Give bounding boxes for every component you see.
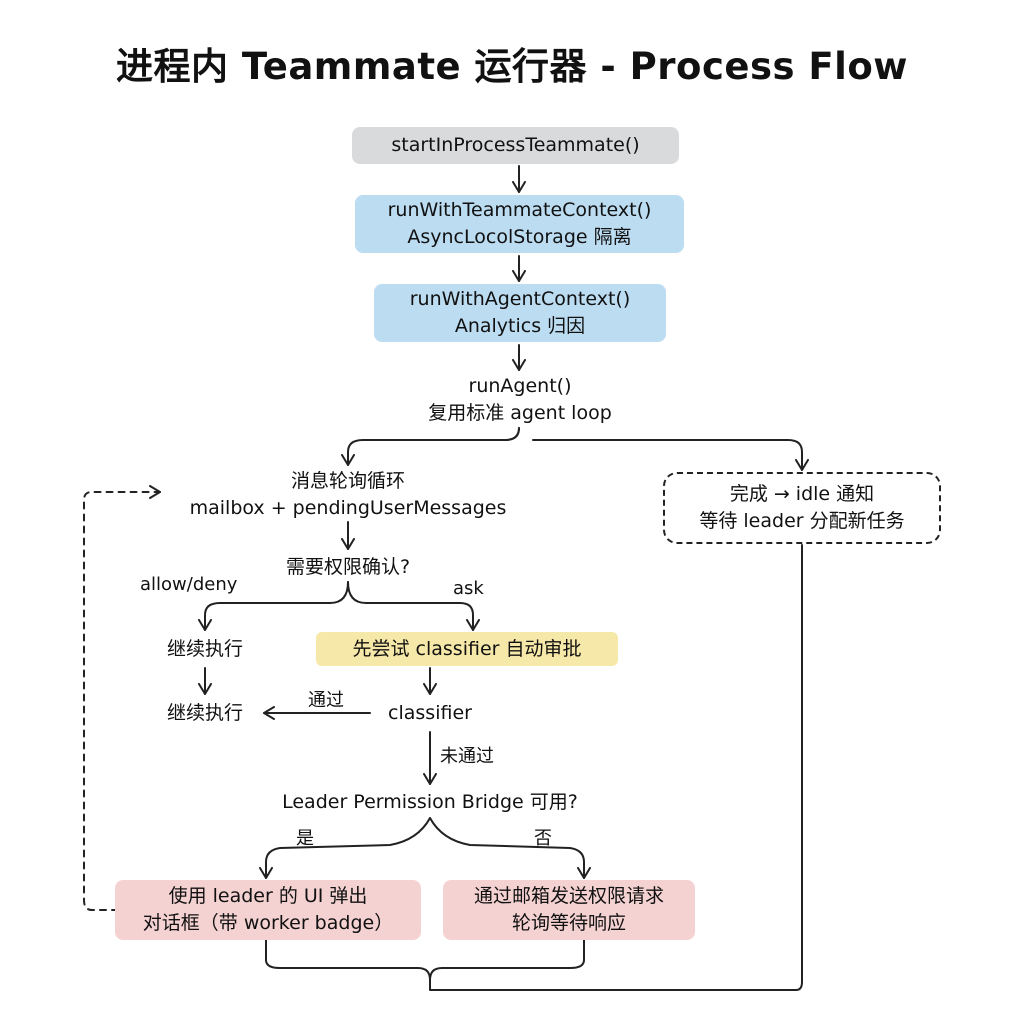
run-agent-line1: runAgent() bbox=[468, 375, 572, 397]
message-loop-node: 消息轮询循环 mailbox + pendingUserMessages bbox=[168, 467, 528, 523]
edge-label-no: 否 bbox=[534, 828, 552, 849]
continue-label-1: 继续执行 bbox=[166, 637, 243, 660]
permission-question-node: 需要权限确认? bbox=[258, 552, 438, 582]
agent-context-line1: runWithAgentContext() bbox=[409, 288, 631, 310]
bridge-question-label: Leader Permission Bridge 可用? bbox=[282, 790, 578, 813]
edge-label-not-pass: 未通过 bbox=[440, 746, 494, 767]
edge-label-yes: 是 bbox=[296, 828, 314, 849]
classifier-label: classifier bbox=[388, 701, 472, 724]
split-permission bbox=[198, 581, 349, 631]
permission-question-label: 需要权限确认? bbox=[285, 555, 411, 578]
continue-node-2: 继续执行 bbox=[140, 697, 270, 729]
classifier-node: classifier bbox=[370, 697, 490, 729]
continue-node-1: 继续执行 bbox=[140, 633, 270, 665]
run-agent-line2: 复用标准 agent loop bbox=[428, 402, 612, 424]
leader-ui-node: 使用 leader 的 UI 弹出 对话框（带 worker badge） bbox=[115, 880, 421, 940]
leader-ui-line1: 使用 leader 的 UI 弹出 bbox=[168, 885, 368, 907]
teammate-context-line2: AsyncLocolStorage 隔离 bbox=[407, 226, 632, 248]
page-title: 进程内 Teammate 运行器 - Process Flow bbox=[116, 45, 908, 88]
done-idle-line2: 等待 leader 分配新任务 bbox=[699, 510, 905, 532]
teammate-context-line1: runWithTeammateContext() bbox=[387, 199, 652, 221]
split-runagent bbox=[341, 427, 520, 466]
done-idle-node: 完成 → idle 通知 等待 leader 分配新任务 bbox=[663, 472, 941, 544]
run-agent-node: runAgent() 复用标准 agent loop bbox=[400, 372, 640, 428]
start-label: startInProcessTeammate() bbox=[391, 134, 640, 156]
split-bridge bbox=[259, 817, 431, 879]
dashed-feedback-loop bbox=[83, 485, 161, 911]
start-node: startInProcessTeammate() bbox=[352, 127, 679, 164]
continue-label-2: 继续执行 bbox=[166, 701, 243, 724]
done-idle-line1: 完成 → idle 通知 bbox=[729, 483, 875, 505]
arrow-to-done bbox=[532, 439, 809, 471]
mailbox-request-line1: 通过邮箱发送权限请求 bbox=[473, 885, 664, 907]
teammate-context-node: runWithTeammateContext() AsyncLocolStora… bbox=[355, 195, 684, 253]
edge-label-ask: ask bbox=[453, 578, 484, 599]
merge-bottom bbox=[265, 939, 585, 981]
try-classifier-label: 先尝试 classifier 自动审批 bbox=[352, 637, 582, 660]
mailbox-request-line2: 轮询等待响应 bbox=[511, 912, 626, 934]
edge-label-pass: 通过 bbox=[308, 690, 344, 711]
try-classifier-node: 先尝试 classifier 自动审批 bbox=[316, 632, 618, 666]
agent-context-node: runWithAgentContext() Analytics 归因 bbox=[374, 284, 666, 342]
message-loop-line1: 消息轮询循环 bbox=[290, 470, 405, 492]
leader-ui-line2: 对话框（带 worker badge） bbox=[142, 912, 394, 934]
edge-label-allow-deny: allow/deny bbox=[140, 574, 238, 595]
bridge-question-node: Leader Permission Bridge 可用? bbox=[250, 786, 610, 818]
mailbox-request-node: 通过邮箱发送权限请求 轮询等待响应 bbox=[443, 880, 695, 940]
agent-context-line2: Analytics 归因 bbox=[454, 315, 586, 337]
message-loop-line2: mailbox + pendingUserMessages bbox=[189, 497, 507, 519]
